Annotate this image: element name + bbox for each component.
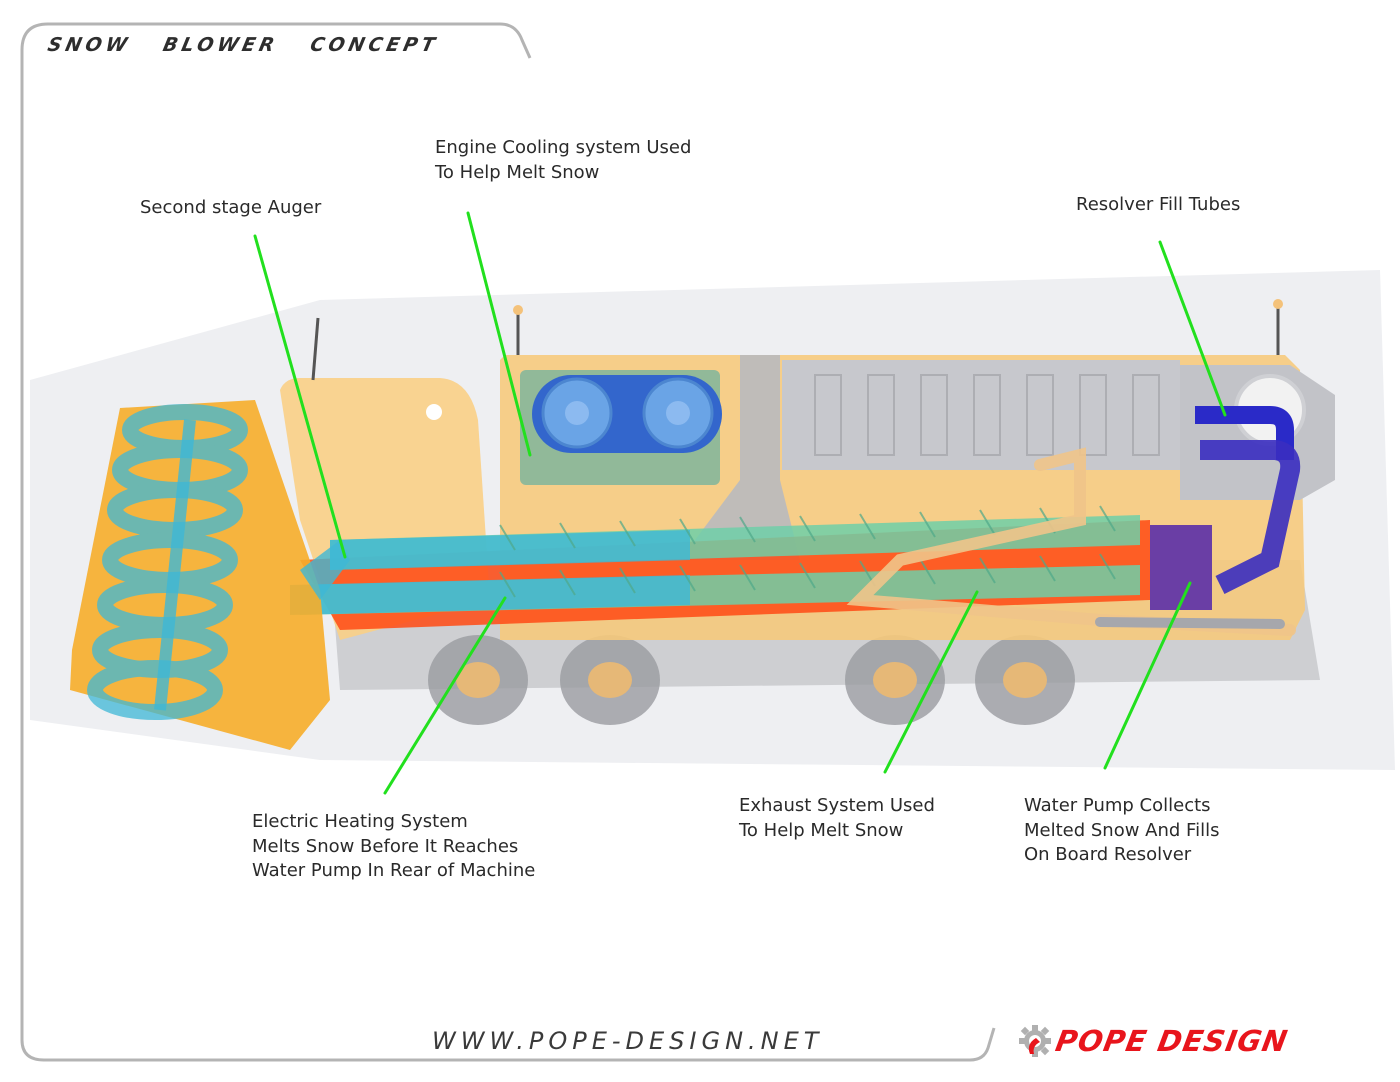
divider-pillar: [680, 355, 800, 560]
water-pump: [1150, 525, 1212, 610]
brand-logo: POPE DESIGN: [1018, 1024, 1291, 1058]
website-url[interactable]: WWW.POPE-DESIGN.NET: [432, 1027, 824, 1055]
auger-flights: [499, 505, 1116, 598]
callout-water-pump: Water Pump Collects Melted Snow And Fill…: [1024, 795, 1220, 865]
callout-second-stage-auger: Second stage Auger: [140, 197, 322, 218]
exhaust-tailpipe: [1095, 617, 1285, 629]
brand-name: POPE DESIGN: [1053, 1024, 1291, 1058]
tank-ribs: [814, 374, 1160, 456]
leader-resolver-fill-tubes: [1158, 240, 1227, 417]
callout-resolver-fill-tubes: Resolver Fill Tubes: [1076, 194, 1241, 215]
cab-light: [426, 404, 442, 420]
callout-engine-cooling: Engine Cooling system Used To Help Melt …: [435, 137, 692, 183]
callout-electric-heating: Electric Heating System Melts Snow Befor…: [252, 811, 536, 881]
leader-water-pump: [1103, 581, 1192, 770]
leader-second-stage-auger: [253, 234, 347, 559]
auger-shaft: [154, 419, 196, 711]
frame-bottom-border: [20, 1027, 996, 1062]
leader-engine-cooling: [466, 211, 532, 457]
leader-exhaust-system: [883, 590, 979, 774]
frame-top-border: [20, 22, 532, 1040]
leader-electric-heating: [383, 596, 507, 795]
resolver-fill-tube-lower: [1200, 440, 1301, 594]
callout-exhaust-system: Exhaust System Used To Help Melt Snow: [739, 795, 935, 841]
gear-icon: [1019, 1025, 1051, 1057]
resolver-fill-tube-upper: [1195, 406, 1294, 460]
blower-impeller: [300, 540, 350, 600]
roof-lights: [311, 305, 1280, 381]
leader-lines: [253, 211, 1227, 795]
